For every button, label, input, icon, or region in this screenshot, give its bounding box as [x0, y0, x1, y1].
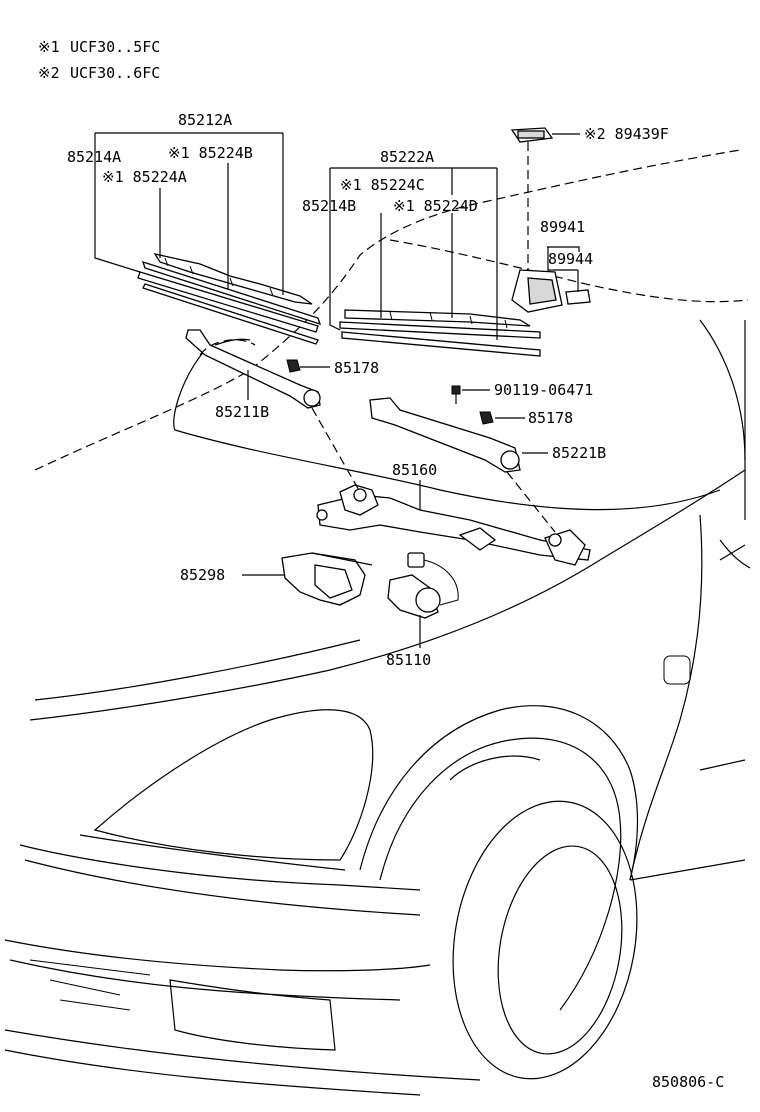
label-85211B: 85211B [215, 403, 269, 421]
label-85221B: 85221B [552, 444, 606, 462]
wiper-motor-icon [387, 552, 459, 619]
figure-code: 850806-C [652, 1073, 724, 1091]
tire-icon [452, 800, 638, 1080]
bolt-90119-icon [451, 385, 461, 395]
wiper-arm-lh-icon [185, 329, 321, 409]
wiper-arm-rh-icon [369, 385, 521, 473]
label-85110: 85110 [386, 651, 431, 669]
label-89941: 89941 [540, 218, 585, 236]
label-85224C: ※1 85224C [340, 176, 425, 194]
rain-sensor-icon [510, 127, 554, 143]
label-85160: 85160 [392, 461, 437, 479]
label-85178-rh: 85178 [528, 409, 573, 427]
control-module-icon [511, 269, 591, 313]
pad-icon [565, 289, 591, 305]
label-85214B: 85214B [302, 197, 356, 215]
label-85224D: ※1 85224D [393, 197, 478, 215]
label-85298: 85298 [180, 566, 225, 584]
label-85224A: ※1 85224A [102, 168, 187, 186]
label-85224B: ※1 85224B [168, 144, 253, 162]
side-marker-icon [663, 655, 691, 685]
leader-lines [94, 132, 580, 648]
label-90119-06471: 90119-06471 [494, 381, 593, 399]
connector-icon [407, 552, 425, 568]
label-89439F: ※2 89439F [584, 125, 669, 143]
wiper-blade-rh-icon [339, 309, 541, 357]
label-85214A: 85214A [67, 148, 121, 166]
nut-85178-rh-icon [479, 411, 494, 425]
note-2-text: UCF30..6FC [70, 64, 160, 82]
label-89944: 89944 [548, 250, 593, 268]
note-1-text: UCF30..5FC [70, 38, 160, 56]
label-85212A: 85212A [178, 111, 232, 129]
note-2-mark: ※2 [38, 64, 60, 82]
label-85222A: 85222A [380, 148, 434, 166]
nut-85178-lh-icon [286, 359, 301, 373]
part-labels: ※1 UCF30..5FC ※2 UCF30..6FC 85212A 85214… [38, 38, 724, 1091]
wiper-link-icon [316, 484, 591, 566]
vehicle-outline [4, 149, 751, 1096]
label-85178-lh: 85178 [334, 359, 379, 377]
headlamp-icon [93, 709, 374, 861]
fog-lamp-icon [169, 979, 336, 1051]
wiper-blade-lh-icon [137, 253, 322, 345]
wheel-icon [497, 845, 623, 1055]
motor-cover-icon [281, 552, 373, 606]
note-1-mark: ※1 [38, 38, 60, 56]
